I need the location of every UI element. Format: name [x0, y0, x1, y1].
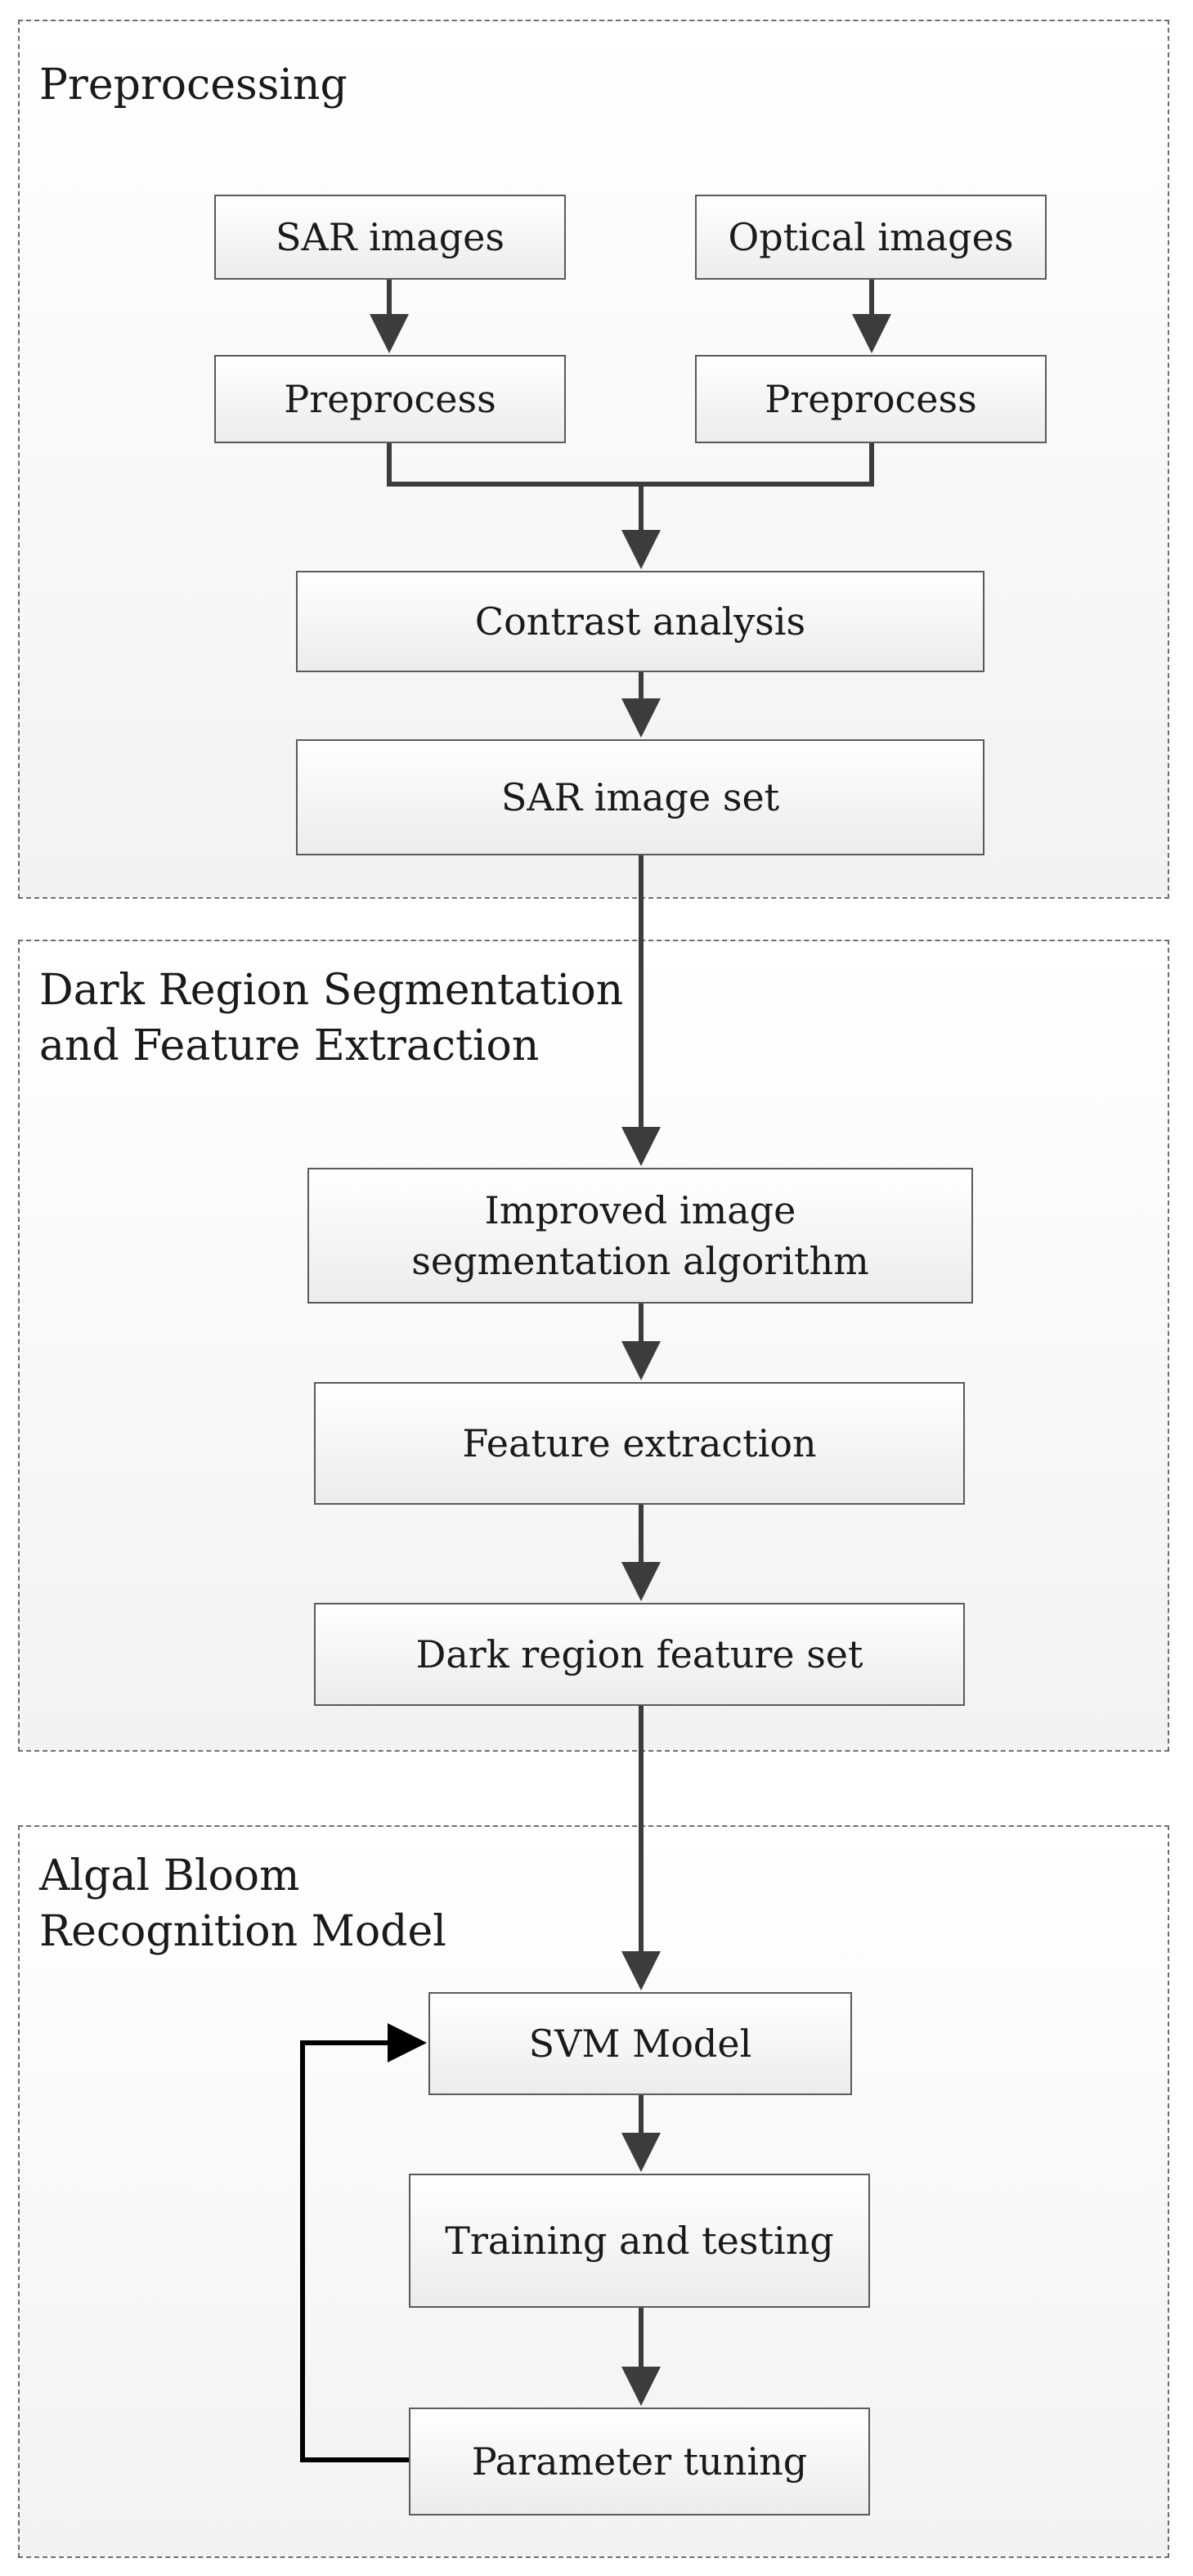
feature-extraction-box: Feature extraction [314, 1382, 965, 1505]
dark-region-feature-set-box: Dark region feature set [314, 1603, 965, 1706]
svm-model-box: SVM Model [428, 1992, 852, 2095]
optical-images-box: Optical images [695, 195, 1047, 280]
preprocess-sar-box: Preprocess [214, 355, 566, 443]
contrast-analysis-box: Contrast analysis [296, 571, 984, 672]
sar-image-set-box: SAR image set [296, 739, 984, 855]
recognition-section-title: Algal Bloom Recognition Model [39, 1851, 446, 1956]
training-testing-box: Training and testing [409, 2174, 870, 2308]
preprocess-optical-box: Preprocess [695, 355, 1047, 443]
parameter-tuning-box: Parameter tuning [409, 2408, 870, 2515]
sar-images-box: SAR images [214, 195, 566, 280]
improved-segmentation-box: Improved image segmentation algorithm [307, 1168, 973, 1304]
preprocessing-section-title: Preprocessing [39, 61, 348, 110]
segmentation-section-title: Dark Region Segmentation and Feature Ext… [39, 966, 624, 1070]
